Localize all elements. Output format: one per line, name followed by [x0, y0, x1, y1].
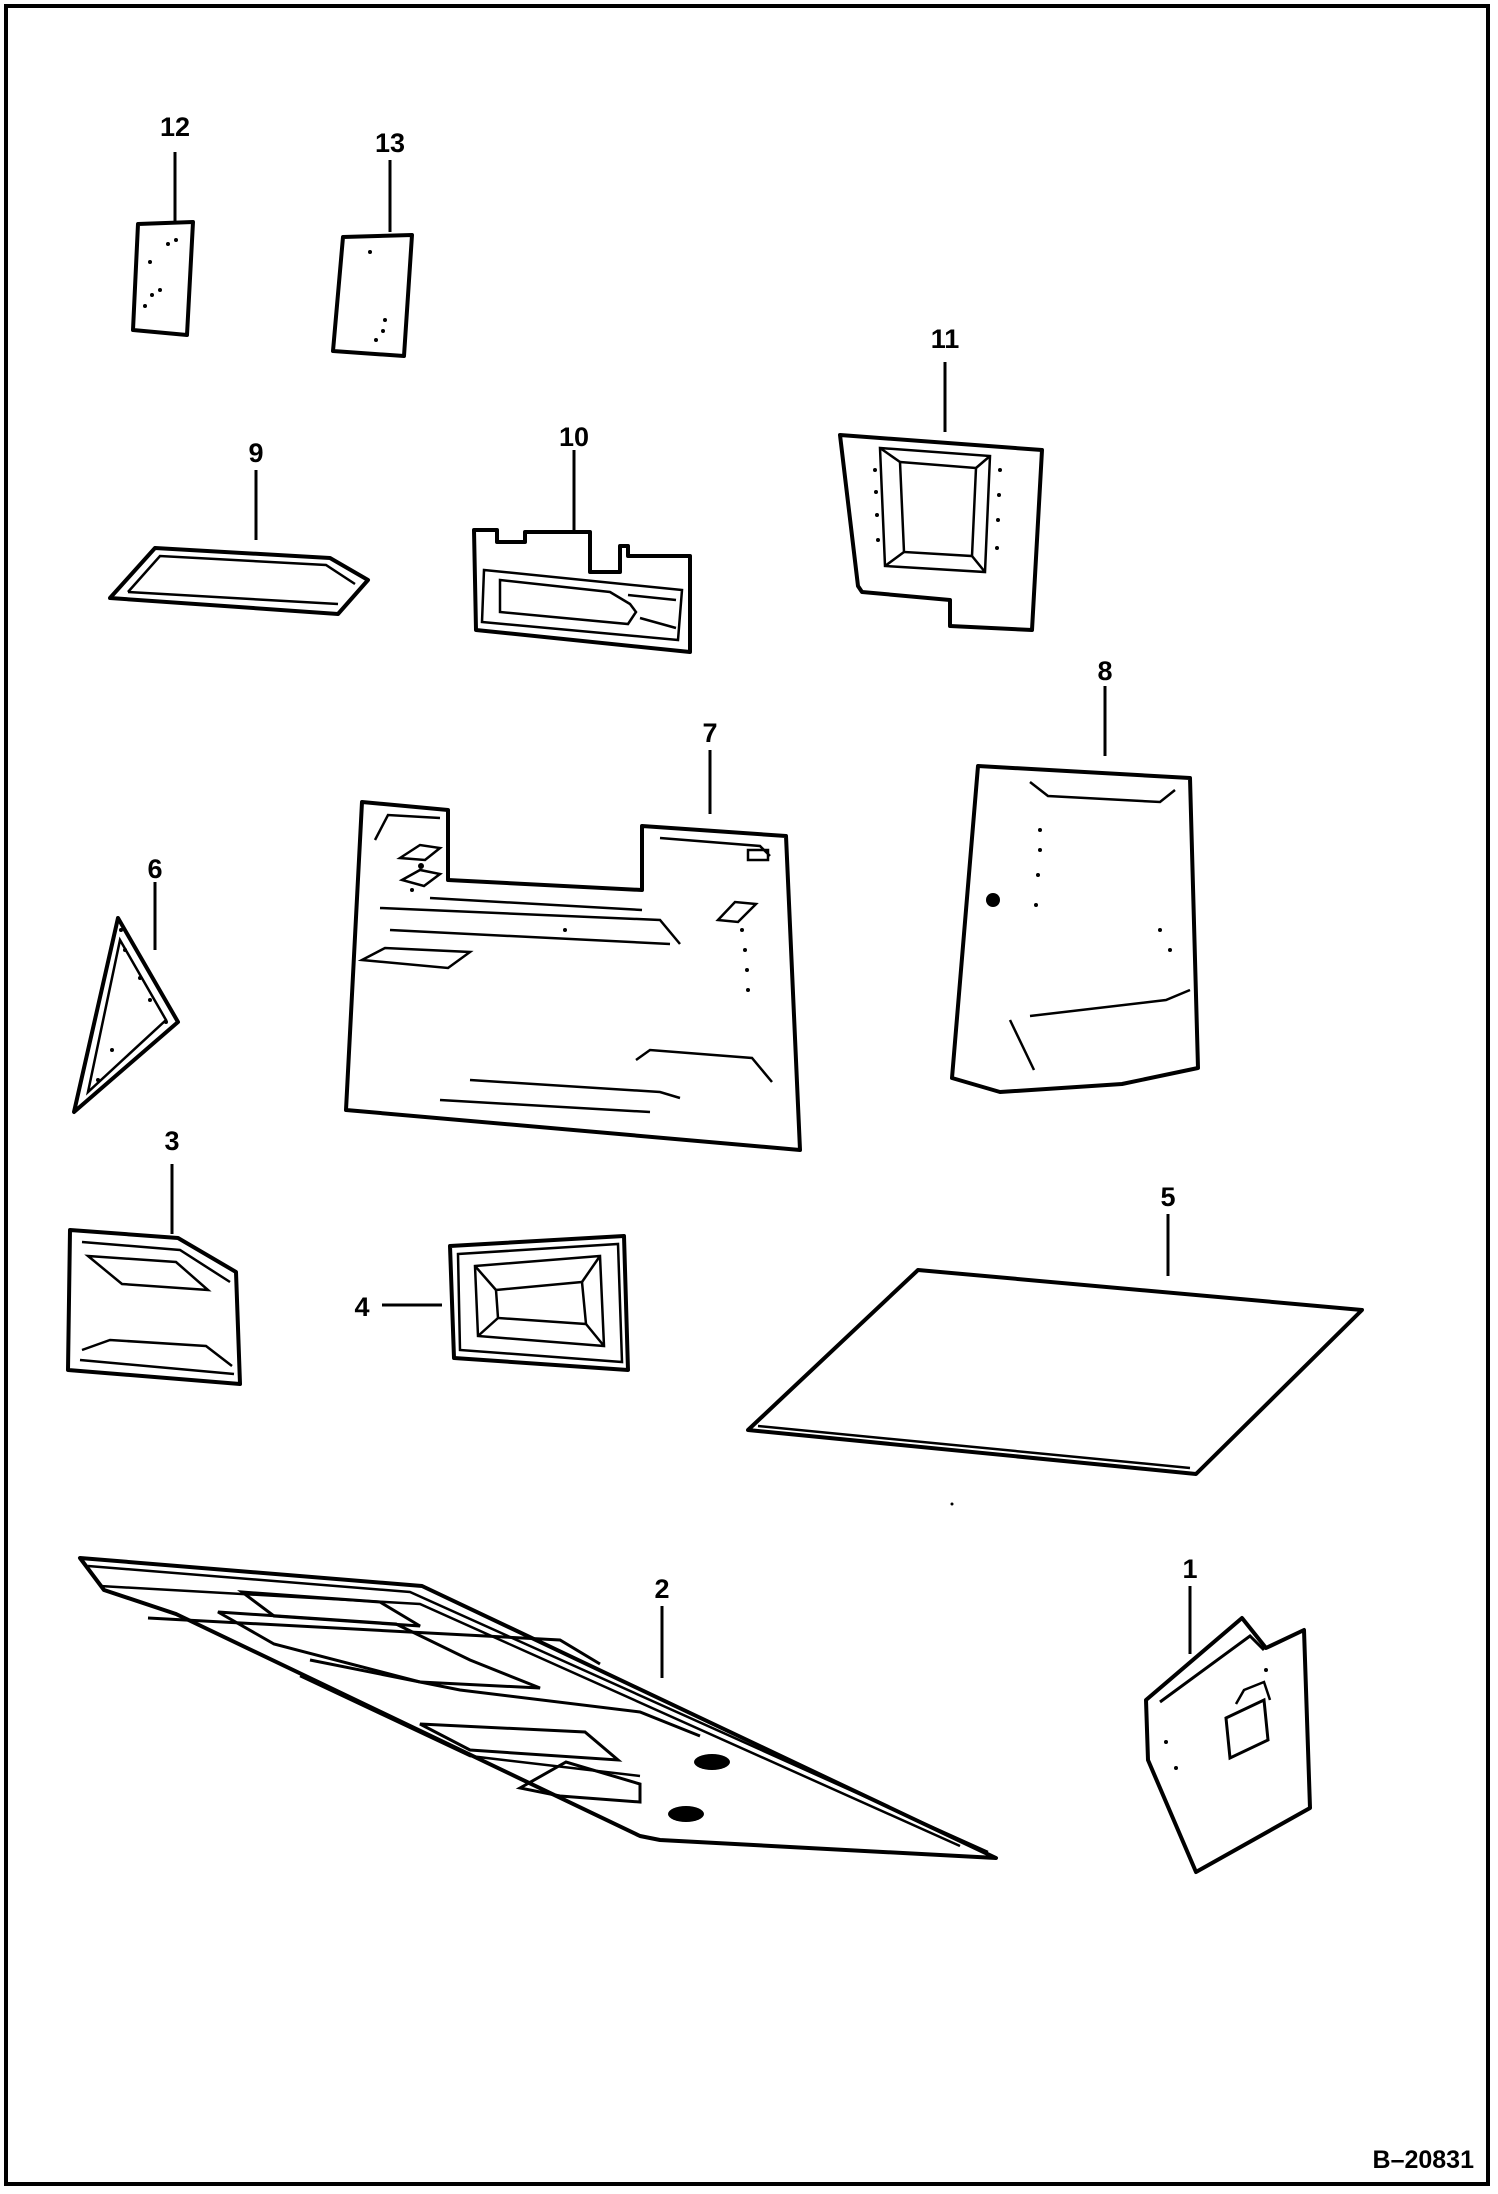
callout-3: 3	[164, 1126, 179, 1156]
part-2-floor-panel: 2	[78, 1556, 998, 1860]
part-12-insulation-pad: 12	[131, 112, 195, 337]
callout-2: 2	[654, 1574, 669, 1604]
callout-8: 8	[1097, 656, 1112, 686]
callout-9: 9	[248, 438, 263, 468]
part-11-insulation-panel: 11	[838, 324, 1044, 632]
drawing-border	[4, 4, 1490, 2186]
callout-5: 5	[1160, 1182, 1175, 1212]
callout-7: 7	[702, 718, 717, 748]
part-3-insulation-panel: 3	[66, 1126, 242, 1386]
callout-12: 12	[160, 112, 190, 142]
callout-13: 13	[375, 128, 405, 158]
callout-4: 4	[354, 1292, 369, 1322]
callout-10: 10	[559, 422, 589, 452]
part-13-insulation-pad: 13	[331, 128, 414, 358]
part-6-insulation-gusset: 6	[72, 854, 180, 1114]
callout-6: 6	[147, 854, 162, 884]
part-4-insulation-panel: 4	[354, 1234, 630, 1372]
drawing-number: B–20831	[1373, 2146, 1475, 2174]
part-5-floor-mat: 5	[746, 1182, 1364, 1506]
part-10-insulation-panel: 10	[472, 422, 692, 654]
part-9-insulation-panel: 9	[108, 438, 370, 616]
part-7-insulation-panel: 7	[344, 718, 802, 1152]
callout-11: 11	[931, 324, 960, 354]
part-8-insulation-panel: 8	[950, 656, 1200, 1094]
callout-1: 1	[1182, 1554, 1197, 1584]
part-1-insulation-panel: 1	[1144, 1554, 1312, 1874]
